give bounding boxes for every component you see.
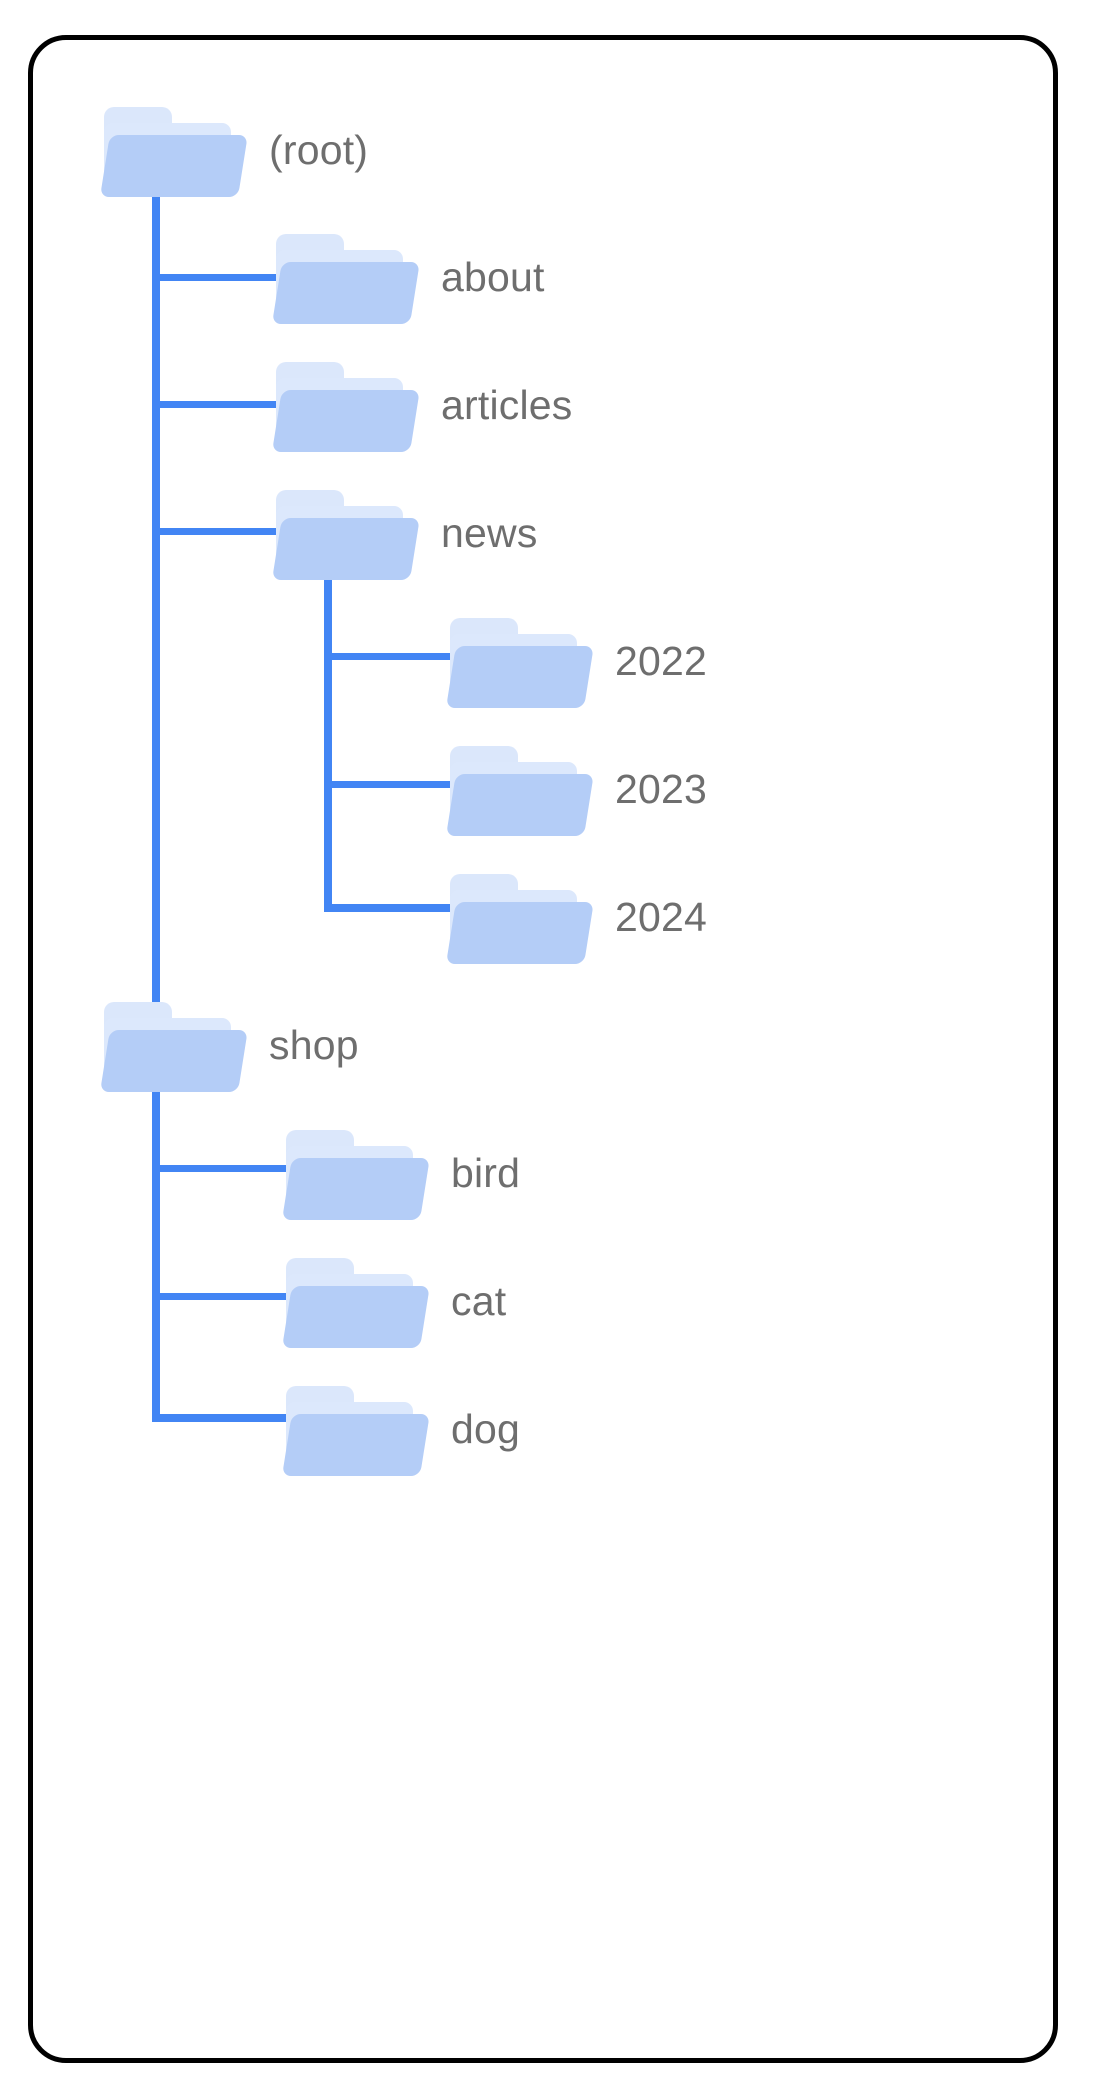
folder-icon bbox=[446, 606, 594, 716]
tree-node-dog[interactable]: dog bbox=[282, 1374, 520, 1484]
tree-node-label-about: about bbox=[441, 253, 545, 300]
folder-icon bbox=[272, 478, 420, 588]
tree-node-articles[interactable]: articles bbox=[272, 350, 572, 460]
tree-node-2024[interactable]: 2024 bbox=[446, 862, 707, 972]
tree-node-bird[interactable]: bird bbox=[282, 1118, 520, 1228]
folder-icon bbox=[446, 734, 594, 844]
tree-node-root[interactable]: (root) bbox=[100, 95, 368, 205]
folder-icon bbox=[282, 1246, 430, 1356]
folder-icon bbox=[282, 1118, 430, 1228]
folder-icon bbox=[282, 1374, 430, 1484]
folder-icon bbox=[272, 350, 420, 460]
folder-icon bbox=[100, 990, 248, 1100]
tree-node-cat[interactable]: cat bbox=[282, 1246, 506, 1356]
tree-node-about[interactable]: about bbox=[272, 222, 545, 332]
folder-icon bbox=[446, 862, 594, 972]
tree-node-label-2022: 2022 bbox=[615, 637, 708, 684]
folder-icon bbox=[272, 222, 420, 332]
tree-node-label-2024: 2024 bbox=[615, 893, 708, 940]
tree-node-2023[interactable]: 2023 bbox=[446, 734, 707, 844]
tree-node-label-root: (root) bbox=[269, 126, 369, 173]
tree-node-label-articles: articles bbox=[441, 381, 573, 428]
tree-node-label-2023: 2023 bbox=[615, 765, 708, 812]
tree-node-label-bird: bird bbox=[451, 1149, 521, 1196]
tree-node-label-news: news bbox=[441, 509, 538, 556]
tree-node-news[interactable]: news bbox=[272, 478, 538, 588]
tree-node-shop[interactable]: shop bbox=[100, 990, 359, 1100]
tree-node-label-dog: dog bbox=[451, 1405, 521, 1452]
tree-node-label-shop: shop bbox=[269, 1021, 359, 1068]
tree-node-2022[interactable]: 2022 bbox=[446, 606, 707, 716]
folder-icon bbox=[100, 95, 248, 205]
tree-node-label-cat: cat bbox=[451, 1277, 507, 1324]
